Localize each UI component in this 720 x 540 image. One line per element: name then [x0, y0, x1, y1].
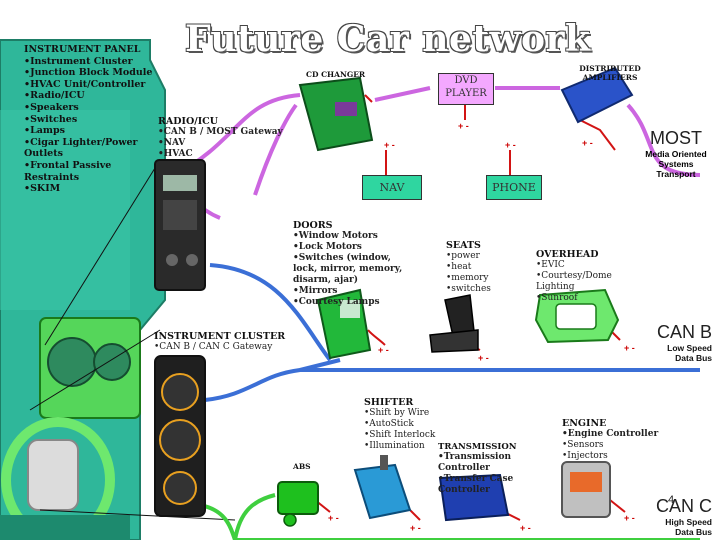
radio-item: •NAV [158, 138, 186, 148]
overhead-header: OVERHEAD [536, 249, 599, 260]
instrument-panel-item: •Frontal Passive Restraints [24, 159, 112, 183]
power-symbol: + - [384, 140, 395, 150]
cluster-illustration [154, 355, 206, 517]
distributed-amplifiers-label: DISTRIBUTED AMPLIFIERS [579, 64, 641, 82]
instrument-panel-item: •HVAC Unit/Controller [24, 78, 146, 90]
transmission-item: •Transfer Case Controller [438, 474, 514, 495]
instrument-panel-item: •SKIM [24, 183, 61, 195]
instrument-cluster-header: INSTRUMENT CLUSTER [154, 331, 286, 342]
seats-header: SEATS [446, 240, 481, 251]
can-b-bus [204, 263, 700, 402]
seats-item: •switches [446, 284, 491, 294]
shifter-illustration [353, 455, 412, 520]
overhead-illustration [534, 288, 620, 344]
seats-block: SEATS •power •heat •memory •switches [446, 240, 516, 295]
instrument-panel-header: INSTRUMENT PANEL [24, 44, 141, 55]
transmission-item: •Transmission Controller [438, 452, 512, 473]
cd-changer-illustration [298, 76, 374, 152]
power-symbol: + - [520, 523, 531, 533]
seats-item: •memory [446, 273, 489, 283]
shifter-header: SHIFTER [364, 397, 414, 408]
instrument-panel-item: •Junction Block Module [24, 67, 153, 79]
abs-label: ABS [293, 462, 311, 471]
nav-box: NAV [362, 175, 422, 200]
power-symbol: + - [478, 353, 489, 363]
shifter-item: •Illumination [364, 441, 425, 451]
doors-item: •Mirrors [293, 286, 338, 296]
engine-illustration [561, 461, 611, 518]
most-label: MOST [650, 128, 702, 148]
instrument-panel-list: INSTRUMENT PANEL •Instrument Cluster •Ju… [24, 44, 159, 195]
doors-item: •Switches (window, lock, mirror, memory,… [293, 253, 403, 285]
power-symbol: + - [624, 513, 635, 523]
can-c-label: CAN C [655, 496, 712, 516]
overhead-item: •Sunroof [536, 293, 578, 303]
dvd-player-box: DVD PLAYER [438, 73, 494, 105]
power-symbol: + - [458, 121, 469, 131]
power-symbol: + - [328, 513, 339, 523]
page-number: 4 [668, 494, 675, 506]
abs-illustration [277, 481, 319, 527]
can-b-label: CAN B [656, 322, 712, 342]
seats-item: •heat [446, 262, 472, 272]
page-title: Future Car network [185, 18, 591, 60]
door-illustration [316, 288, 372, 360]
overhead-item: •EVIC [536, 260, 565, 270]
seat-illustration [429, 294, 479, 353]
instrument-panel-item: •Switches [24, 113, 78, 125]
can-b-sub1: Low Speed [667, 343, 712, 353]
engine-header: ENGINE [562, 418, 607, 429]
doors-header: DOORS [293, 220, 333, 231]
can-c-label-block: CAN C High Speed Data Bus [640, 496, 712, 537]
radio-illustration [154, 159, 206, 291]
transmission-header: TRANSMISSION [438, 442, 517, 452]
doors-block: DOORS •Window Motors •Lock Motors •Switc… [293, 220, 415, 308]
most-sub2: Systems Transport [656, 159, 696, 179]
radio-item: •HVAC [158, 149, 193, 159]
instrument-cluster-block: INSTRUMENT CLUSTER •CAN B / CAN C Gatewa… [154, 331, 304, 353]
can-c-sub1: High Speed [665, 517, 712, 527]
doors-item: •Courtesy Lamps [293, 297, 380, 307]
overhead-item: •Courtesy/Dome Lighting [536, 271, 612, 292]
can-b-label-block: CAN B Low Speed Data Bus [640, 322, 712, 363]
radio-block: RADIO/ICU •CAN B / MOST Gateway •NAV •HV… [158, 116, 288, 160]
engine-item: •Engine Controller [562, 429, 659, 439]
power-symbol: + - [505, 140, 516, 150]
seats-item: •power [446, 251, 480, 261]
phone-box: PHONE [486, 175, 542, 200]
most-label-block: MOST Media Oriented Systems Transport [640, 128, 712, 179]
instrument-cluster-item: •CAN B / CAN C Gateway [154, 342, 273, 352]
transmission-block: TRANSMISSION •Transmission Controller •T… [438, 442, 556, 496]
engine-item: •Injectors [562, 451, 608, 461]
overhead-block: OVERHEAD •EVIC •Courtesy/Dome Lighting •… [536, 249, 626, 304]
shifter-block: SHIFTER •Shift by Wire •AutoStick •Shift… [364, 397, 444, 452]
instrument-panel-item: •Instrument Cluster [24, 55, 133, 67]
doors-item: •Window Motors [293, 231, 378, 241]
doors-item: •Lock Motors [293, 242, 362, 252]
dashboard-illustration [0, 39, 236, 540]
cd-changer-label: CD CHANGER [306, 70, 366, 79]
power-symbol: + - [378, 345, 389, 355]
engine-block: ENGINE •Engine Controller •Sensors •Inje… [562, 418, 662, 462]
instrument-panel-item: •Radio/ICU [24, 90, 85, 102]
can-c-sub2: Data Bus [675, 527, 712, 537]
amplifier-illustration [560, 66, 634, 124]
power-symbol: + - [624, 343, 635, 353]
radio-header: RADIO/ICU [158, 116, 218, 127]
engine-item: •Sensors [562, 440, 604, 450]
transmission-illustration [438, 473, 510, 522]
radio-item: •CAN B / MOST Gateway [158, 127, 283, 137]
most-sub1: Media Oriented [645, 149, 707, 159]
shifter-item: •Shift Interlock [364, 430, 436, 440]
instrument-panel-item: •Speakers [24, 101, 79, 113]
power-symbol: + - [582, 138, 593, 148]
instrument-panel-item: •Lamps [24, 125, 65, 137]
shifter-item: •Shift by Wire [364, 408, 430, 418]
shifter-item: •AutoStick [364, 419, 414, 429]
instrument-panel-item: •Cigar Lighter/Power Outlets [24, 136, 138, 160]
can-b-sub2: Data Bus [675, 353, 712, 363]
power-symbol: + - [410, 523, 421, 533]
